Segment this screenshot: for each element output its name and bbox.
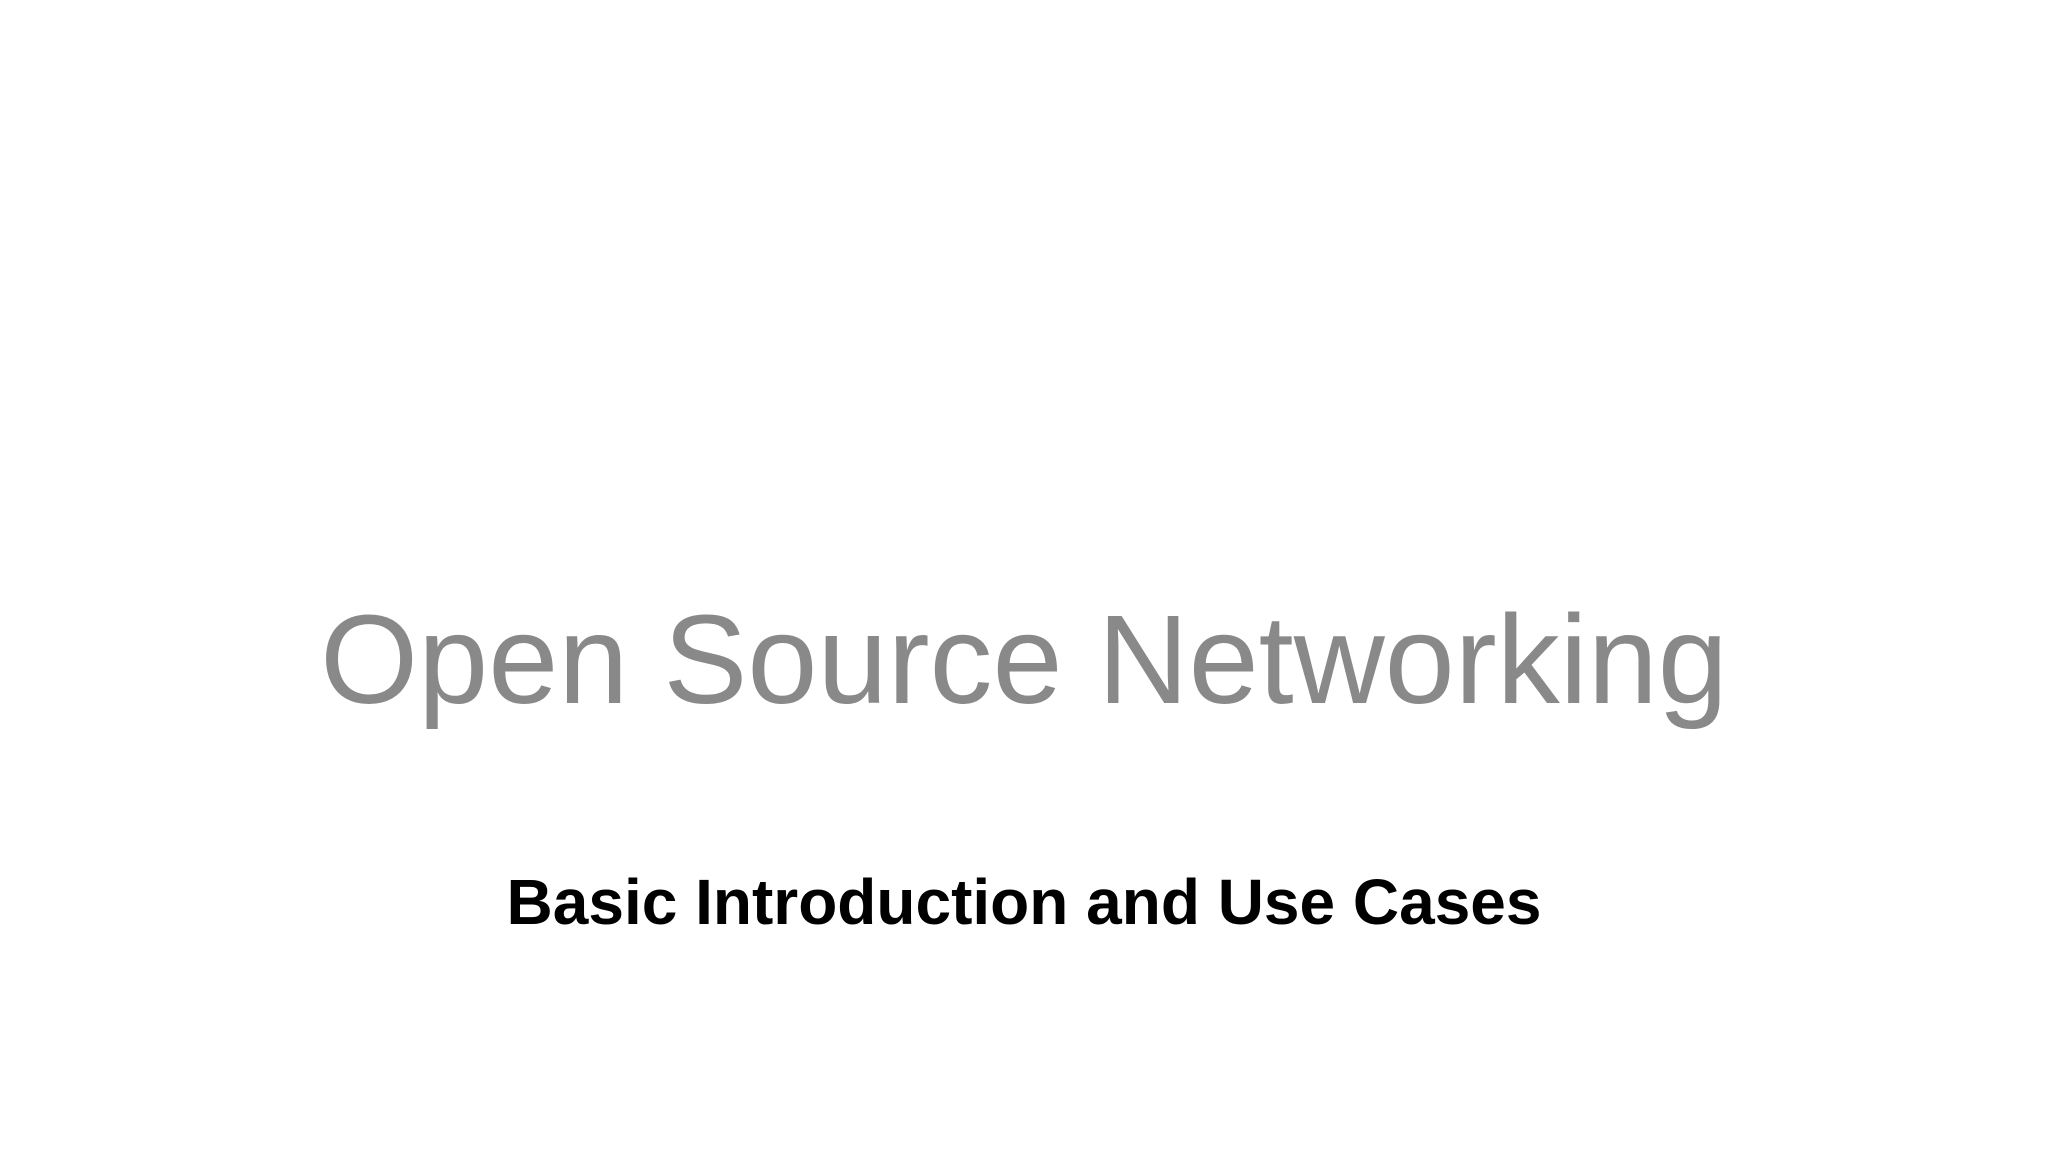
slide-subtitle: Basic Introduction and Use Cases [506, 866, 1542, 938]
slide-title: Open Source Networking [320, 589, 1728, 730]
